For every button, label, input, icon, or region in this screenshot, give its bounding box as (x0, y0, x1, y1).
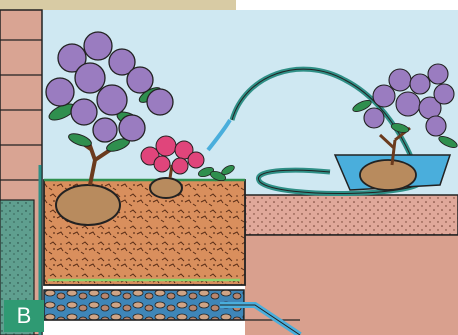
panel-label: B (4, 300, 44, 332)
root-ball-small (150, 178, 182, 198)
ground-dotted (245, 195, 458, 235)
root-ball-large (56, 185, 120, 225)
top-band (0, 0, 236, 10)
gravel-drain-layer (44, 290, 244, 320)
